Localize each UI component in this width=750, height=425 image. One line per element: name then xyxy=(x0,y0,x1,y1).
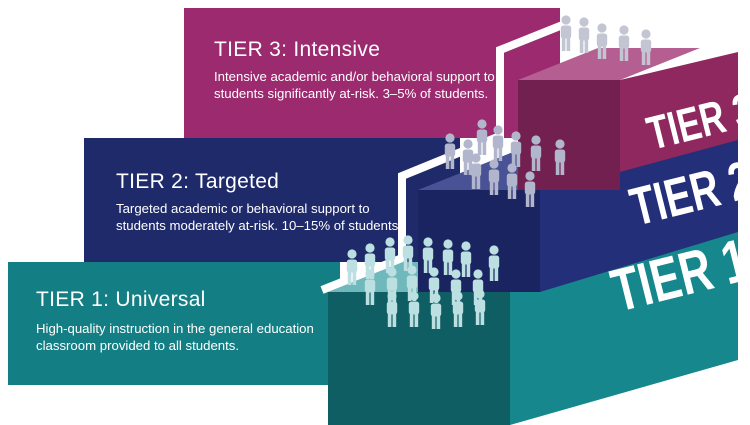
tier2-panel-bg xyxy=(84,138,460,262)
tier1-info-panel: TIER 1: Universal High-quality instructi… xyxy=(36,288,316,354)
tier3-panel-bg xyxy=(184,8,560,138)
tier3-description: Intensive academic and/or behavioral sup… xyxy=(214,69,495,102)
tier2-block-side xyxy=(418,190,540,292)
tier3-block-side xyxy=(518,80,620,190)
tier2-description: Targeted academic or behavioral support … xyxy=(116,201,402,234)
tier1-description: High-quality instruction in the general … xyxy=(36,321,314,354)
tier1-panel-bg xyxy=(8,262,340,385)
tier2-heading: TIER 2: Targeted xyxy=(116,170,280,193)
tier1-heading: TIER 1: Universal xyxy=(36,288,206,311)
tier2-info-panel: TIER 2: Targeted Targeted academic or be… xyxy=(116,170,416,234)
tier2-block-front xyxy=(540,135,738,292)
tier3-block-top xyxy=(518,48,700,80)
tier3-heading: TIER 3: Intensive xyxy=(214,38,381,61)
tier3-info-panel: TIER 3: Intensive Intensive academic and… xyxy=(214,38,504,102)
tier3-block-front xyxy=(620,52,738,172)
tier1-block-side xyxy=(328,292,510,425)
